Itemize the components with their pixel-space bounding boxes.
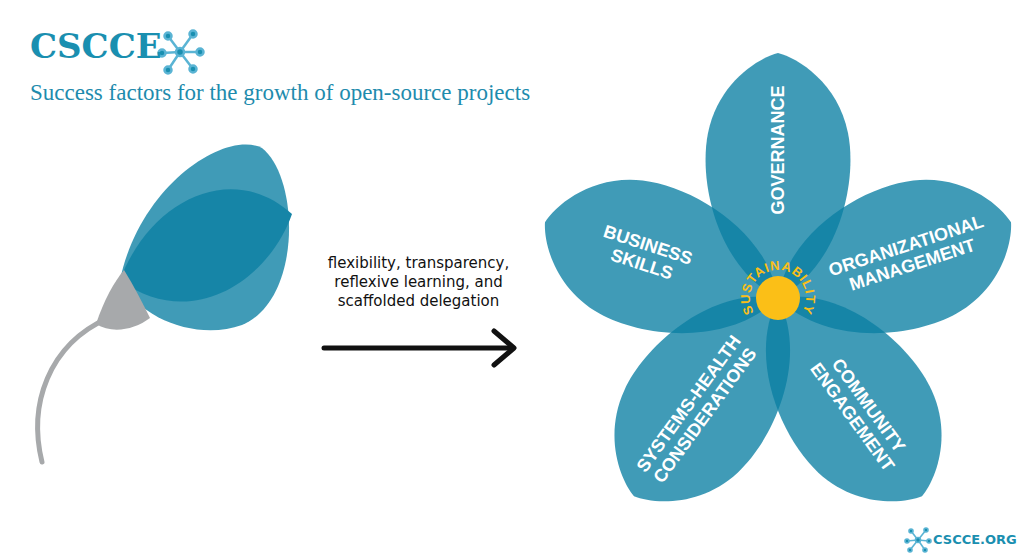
center-sun-node: SUSTAINABILITY	[728, 248, 828, 348]
logo-dot	[924, 528, 928, 532]
sun-circle	[756, 276, 800, 320]
logo-dot	[190, 66, 197, 73]
arrow-head	[494, 331, 514, 365]
sun-curved-label: SUSTAINABILITY	[738, 258, 818, 317]
arrow-label: flexibility, transparency, reflexive lea…	[316, 254, 521, 311]
bud-illustration	[38, 145, 292, 462]
arrow-shaft	[324, 346, 512, 351]
logo-dot	[927, 539, 931, 543]
bud-sepal	[96, 270, 150, 330]
growth-arrow	[324, 331, 514, 365]
logo-dot	[916, 538, 921, 543]
logo-dot	[909, 529, 913, 533]
logo-dot	[176, 48, 184, 56]
logo-dot	[165, 67, 172, 74]
footer-url: CSCCE.ORG	[933, 532, 1017, 547]
logo-dot	[908, 548, 912, 552]
logo-dot	[905, 539, 909, 543]
petal-label: GOVERNANCE	[768, 63, 788, 238]
logo-dot	[165, 33, 172, 40]
footer-logo-icon	[905, 528, 931, 552]
subtitle-heading: Success factors for the growth of open-s…	[30, 80, 530, 106]
logo-dot	[190, 31, 197, 38]
bud-stem	[38, 318, 108, 462]
logo-icon	[159, 31, 204, 74]
bud-inner-leaf	[120, 189, 292, 301]
petal-outline	[719, 255, 980, 538]
logo-wordmark: CSCCE	[30, 26, 162, 66]
logo-dot	[197, 49, 204, 56]
sun-graphic: SUSTAINABILITY	[728, 248, 828, 348]
logo-dot	[923, 548, 927, 552]
sun-text-path: SUSTAINABILITY	[738, 258, 818, 317]
